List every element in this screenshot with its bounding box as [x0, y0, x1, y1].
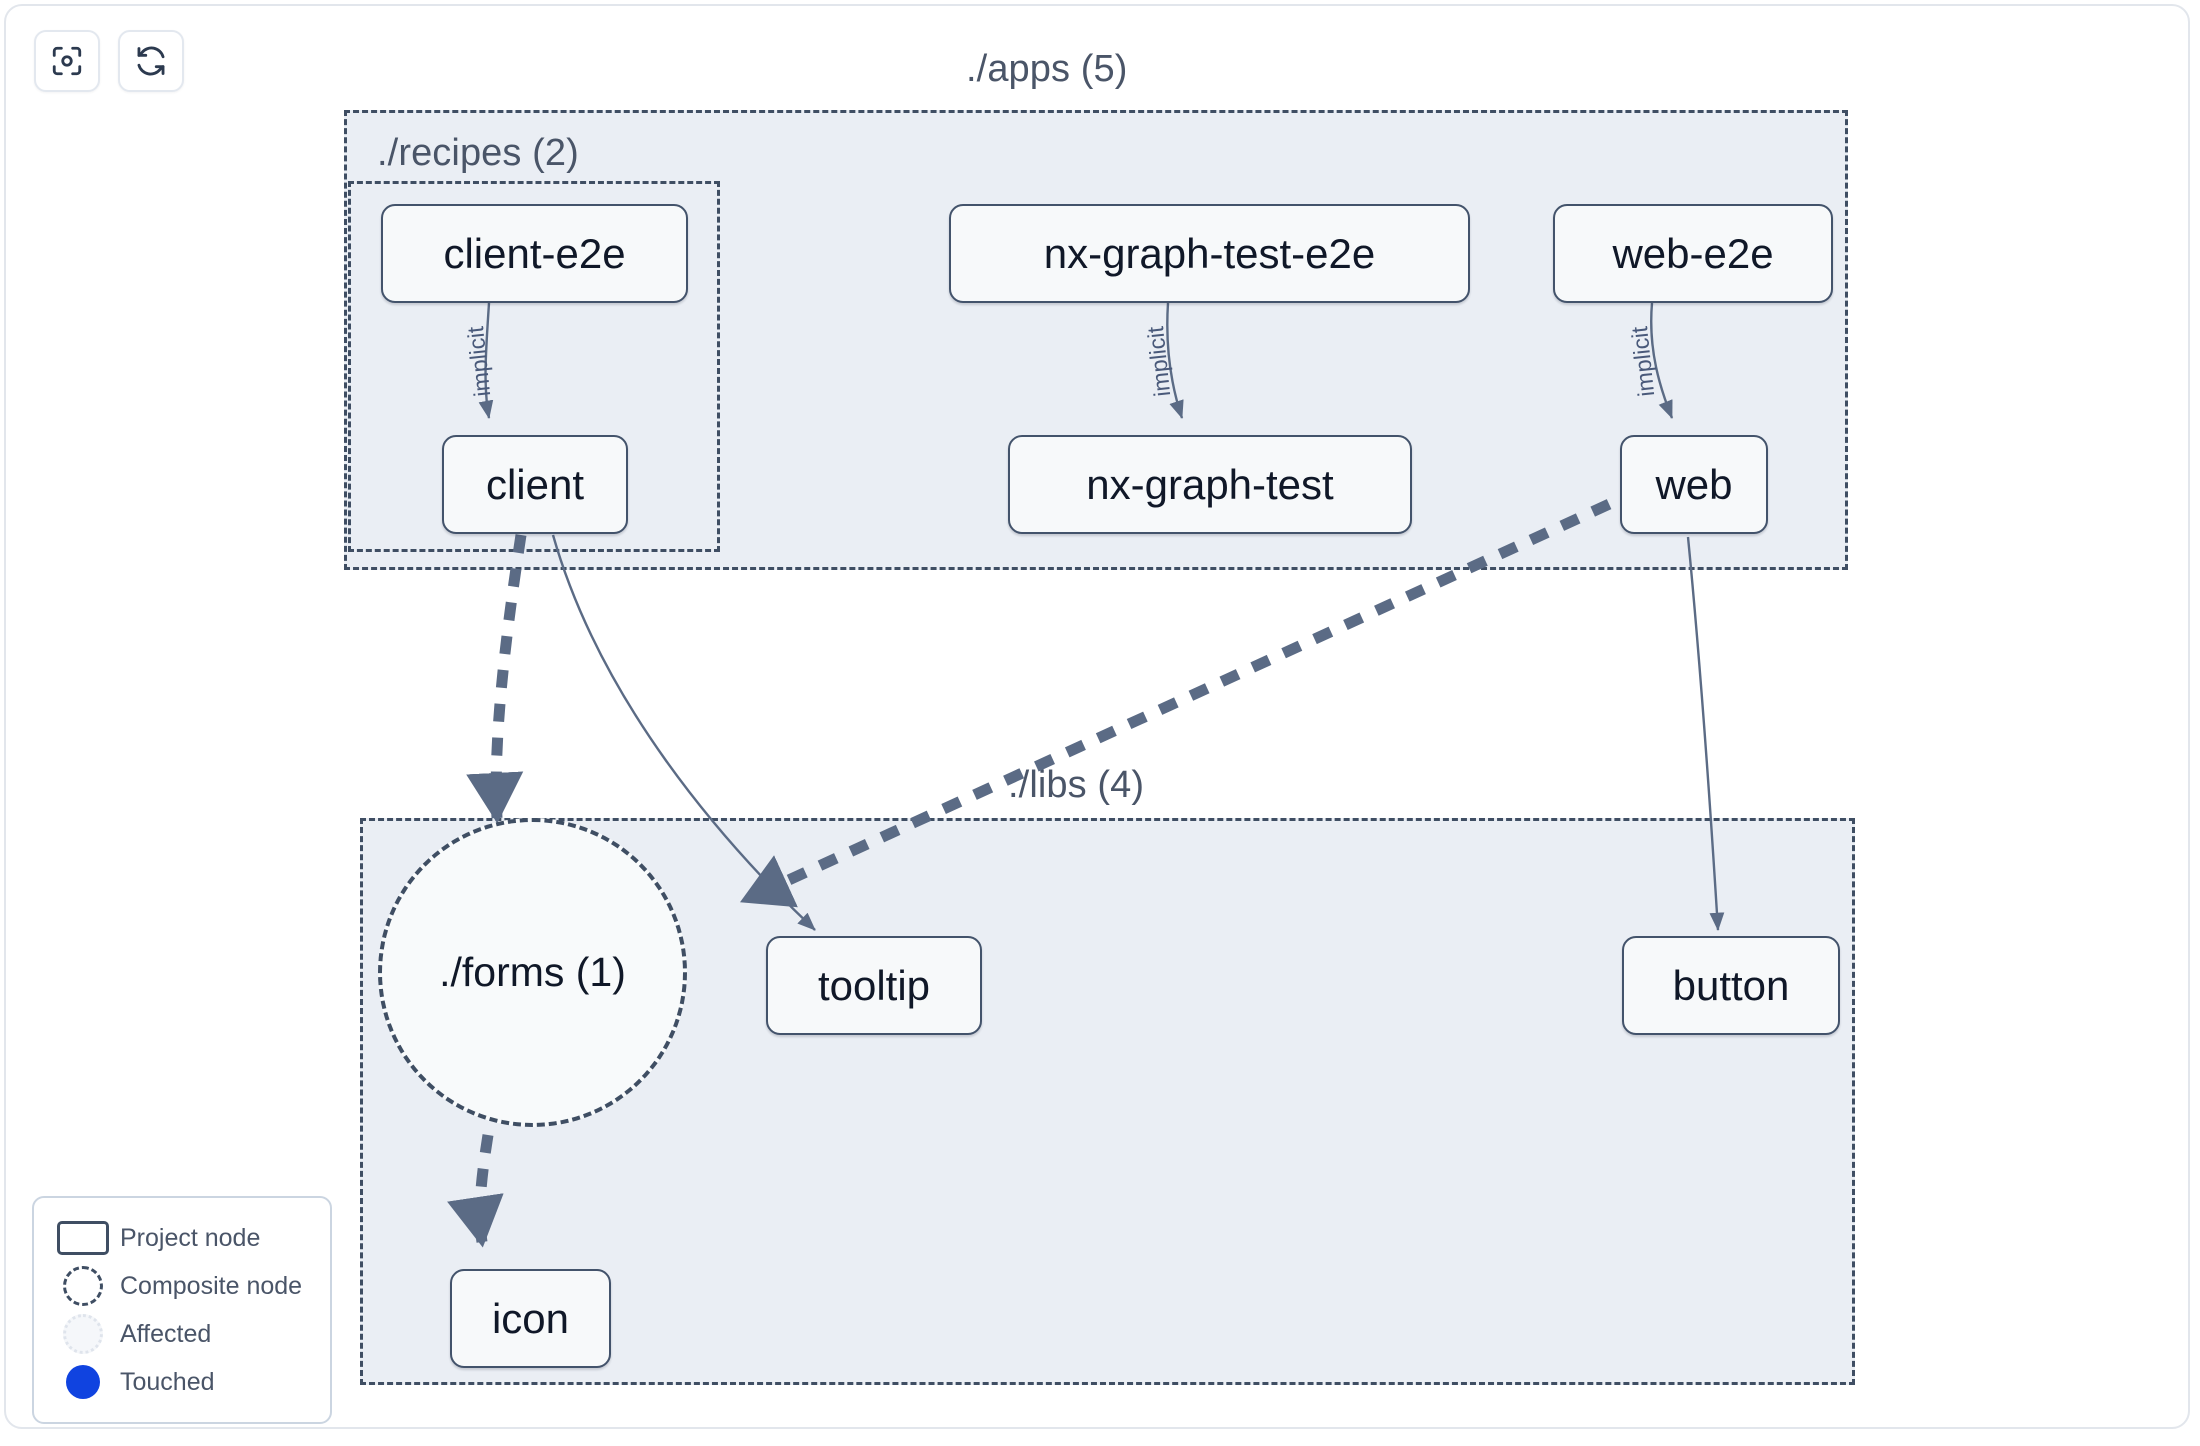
refresh-graph-button[interactable] — [118, 30, 184, 92]
legend-item-composite-node: Composite node — [52, 1262, 312, 1310]
node-web-e2e[interactable]: web-e2e — [1553, 204, 1833, 303]
node-client-e2e[interactable]: client-e2e — [381, 204, 688, 303]
graph-legend: Project node Composite node Affected Tou… — [32, 1196, 332, 1424]
node-client-label: client — [485, 460, 585, 508]
node-web-e2e-label: web-e2e — [1612, 229, 1774, 277]
refresh-icon — [134, 44, 168, 78]
container-recipes-label: ./recipes (2) — [377, 132, 579, 174]
node-tooltip[interactable]: tooltip — [766, 936, 982, 1035]
affected-node-symbol — [52, 1314, 114, 1354]
container-apps-label: ./apps (5) — [966, 48, 1128, 90]
legend-label-project-node: Project node — [120, 1223, 261, 1252]
node-tooltip-label: tooltip — [817, 961, 931, 1009]
edge-client-to-forms — [466, 534, 527, 824]
legend-label-composite-node: Composite node — [120, 1271, 303, 1300]
node-web[interactable]: web — [1620, 435, 1768, 534]
node-nx-graph-test-e2e-label: nx-graph-test-e2e — [1043, 229, 1376, 277]
focus-graph-button[interactable] — [34, 30, 100, 92]
node-forms-composite[interactable]: ./forms (1) — [378, 818, 687, 1127]
node-button-label: button — [1672, 961, 1790, 1009]
legend-label-touched: Touched — [120, 1367, 215, 1396]
focus-target-icon — [50, 44, 84, 78]
node-client-e2e-label: client-e2e — [443, 229, 626, 277]
node-nx-graph-test-e2e[interactable]: nx-graph-test-e2e — [949, 204, 1470, 303]
node-web-label: web — [1655, 460, 1733, 508]
container-libs-label: ./libs (4) — [1008, 764, 1145, 806]
node-nx-graph-test[interactable]: nx-graph-test — [1008, 435, 1412, 534]
node-icon-label: icon — [491, 1294, 570, 1342]
legend-item-touched: Touched — [52, 1358, 312, 1406]
graph-toolbar — [34, 30, 184, 92]
node-nx-graph-test-label: nx-graph-test — [1086, 460, 1334, 508]
legend-item-affected: Affected — [52, 1310, 312, 1358]
composite-node-symbol — [52, 1266, 114, 1306]
legend-item-project-node: Project node — [52, 1214, 312, 1262]
node-forms-label: ./forms (1) — [439, 949, 626, 995]
legend-label-affected: Affected — [120, 1319, 212, 1348]
node-button[interactable]: button — [1622, 936, 1840, 1035]
node-client[interactable]: client — [442, 435, 628, 534]
node-icon[interactable]: icon — [450, 1269, 611, 1368]
project-node-symbol — [52, 1221, 114, 1255]
touched-node-symbol — [52, 1365, 114, 1399]
